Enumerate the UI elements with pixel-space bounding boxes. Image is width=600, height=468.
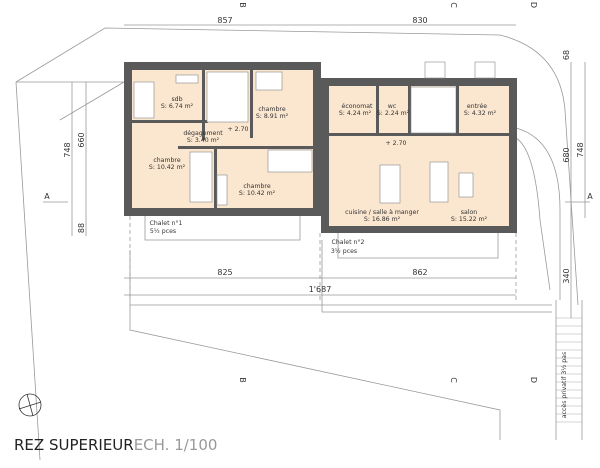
dim-left-outer: 748 xyxy=(63,142,72,157)
site-lines xyxy=(15,27,583,461)
access-stairs xyxy=(556,317,582,423)
section-markers: A A B B C C D D xyxy=(43,2,593,383)
dim-total: 1'687 xyxy=(309,285,332,294)
chalet-1 xyxy=(124,62,321,216)
room-labels: sdb S: 6.74 m² chambre S: 8.91 m² dégage… xyxy=(149,96,497,255)
room-area: S: 4.32 m² xyxy=(464,110,497,117)
chalet-rooms: 3½ pces xyxy=(331,247,357,255)
plan-title: REZ SUPERIEURECH. 1/100 xyxy=(14,436,217,454)
chalet-rooms: 5½ pces xyxy=(150,227,176,235)
dim-left-inner: 660 xyxy=(77,132,86,147)
dim-top-left: 857 xyxy=(217,16,232,25)
dim-right-inner: 680 xyxy=(562,147,571,162)
dim-bottom-right: 862 xyxy=(412,268,427,277)
north-arrow-icon xyxy=(18,393,42,417)
section-a-left: A xyxy=(44,192,50,201)
room-entree: entrée xyxy=(467,102,487,110)
chalet-2 xyxy=(321,61,517,233)
room-economat: économat xyxy=(342,102,374,110)
section-c-bottom: C xyxy=(449,377,458,383)
dim-right-top: 68 xyxy=(562,50,571,60)
dim-left-small: 88 xyxy=(77,223,86,233)
dim-right-outer: 748 xyxy=(576,142,585,157)
level-name: REZ SUPERIEUR xyxy=(14,436,134,454)
room-area: S: 4.24 m² xyxy=(339,110,372,117)
room-area: S: 16.86 m² xyxy=(364,216,401,223)
room-wc: wc xyxy=(388,103,397,110)
access-label: accès privatif 3½ pas xyxy=(560,352,568,418)
plan-scale: ECH. 1/100 xyxy=(134,436,218,454)
room-sdb: sdb xyxy=(171,96,182,103)
room-area: S: 8.91 m² xyxy=(256,113,289,120)
dim-bottom-left: 825 xyxy=(217,268,232,277)
room-area: S: 6.74 m² xyxy=(161,103,194,110)
room-chambre: chambre xyxy=(153,157,180,164)
room-area: S: 10.42 m² xyxy=(239,190,276,197)
dim-top-right: 830 xyxy=(412,16,427,25)
dim-right-bottom: 340 xyxy=(562,268,571,283)
room-area: S: 10.42 m² xyxy=(149,164,186,171)
dimension-lines: 857 830 825 862 1'687 748 660 88 68 680 … xyxy=(63,16,586,318)
section-d-top: D xyxy=(529,2,538,8)
room-chambre: chambre xyxy=(258,106,285,113)
room-area: S: 3.40 m² xyxy=(187,137,220,144)
chalet-name: Chalet n°1 xyxy=(150,219,183,227)
section-c-top: C xyxy=(449,2,458,8)
chalet-name: Chalet n°2 xyxy=(332,238,365,246)
level-marker: + 2.70 xyxy=(386,140,407,147)
room-area: S: 15.22 m² xyxy=(451,216,488,223)
room-degagement: dégagement xyxy=(183,129,223,137)
room-area: S: 2.24 m² xyxy=(377,110,410,117)
section-a-right: A xyxy=(587,192,593,201)
section-b-top: B xyxy=(238,2,247,8)
room-chambre: chambre xyxy=(243,183,270,190)
level-marker: + 2.70 xyxy=(228,126,249,133)
section-d-bottom: D xyxy=(529,377,538,383)
room-salon: salon xyxy=(461,209,478,216)
room-cuisine: cuisine / salle à manger xyxy=(345,208,419,216)
section-b-bottom: B xyxy=(238,377,247,383)
